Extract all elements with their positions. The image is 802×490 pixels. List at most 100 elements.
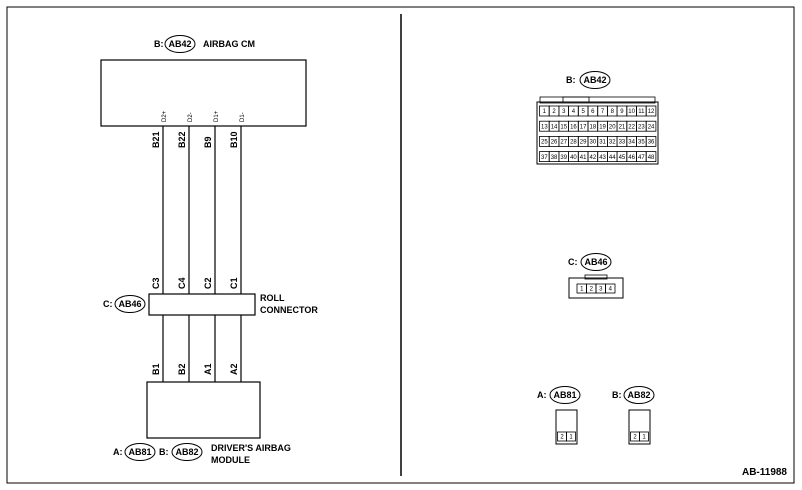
cm-terminal-d2-plus: D2+	[162, 110, 168, 122]
ab82-view-prefix: B:	[612, 390, 622, 400]
ab42-pin-46: 46	[628, 155, 635, 161]
ab42-pin-8: 8	[611, 109, 615, 115]
ab42-pin-27: 27	[560, 140, 567, 146]
ab42-pin-15: 15	[560, 124, 567, 130]
ab42-pin-26: 26	[551, 140, 558, 146]
ab46-pin-4: 4	[609, 287, 613, 293]
ab81-view-oval	[549, 386, 581, 404]
ab81-view-code: AB81	[553, 390, 576, 400]
ab42-pin-30: 30	[590, 140, 597, 146]
ab42-pin-43: 43	[599, 155, 606, 161]
ab42-pin-3: 3	[562, 109, 566, 115]
cm-pin-b9: B9	[203, 136, 213, 148]
ab42-pin-4: 4	[572, 109, 576, 115]
cm-pin-b10: B10	[229, 131, 239, 148]
module-connector-b-code: AB82	[175, 447, 198, 457]
ab42-view-code: AB42	[583, 75, 606, 85]
ab42-pin-47: 47	[638, 155, 645, 161]
roll-connector-name-1: ROLL	[260, 293, 285, 303]
ab42-pin-12-cell	[645, 105, 657, 117]
ab82-view-code: AB82	[627, 390, 650, 400]
module-prefix-a: A:	[113, 447, 123, 457]
ab46-pin-1: 1	[580, 287, 584, 293]
roll-connector-name-2: CONNECTOR	[260, 305, 318, 315]
ab42-housing	[536, 101, 659, 165]
roll-connector-prefix: C:	[103, 299, 113, 309]
ab42-pin-36: 36	[648, 140, 655, 146]
ab42-pin-45: 45	[619, 155, 626, 161]
module-name-1: DRIVER'S AIRBAG	[211, 443, 291, 453]
ab42-pin-10: 10	[628, 109, 635, 115]
ab42-pin-39: 39	[560, 155, 567, 161]
ab42-pin-48-cell	[645, 151, 657, 163]
module-prefix-b: B:	[159, 447, 169, 457]
ab42-pin-41: 41	[580, 155, 587, 161]
ab46-view-prefix: C:	[568, 257, 578, 267]
ab42-pin-38: 38	[551, 155, 558, 161]
ab42-pin-16: 16	[570, 124, 577, 130]
roll-connector-box	[148, 293, 256, 316]
module-connector-a-oval	[124, 443, 156, 461]
ab42-pin-24-cell	[645, 120, 657, 132]
ab42-pin-14: 14	[551, 124, 558, 130]
ab46-view-oval	[580, 253, 612, 271]
roll-pin-c4: C4	[177, 277, 187, 289]
ab42-pin-5: 5	[581, 109, 585, 115]
figure-id: AB-11988	[742, 467, 787, 478]
ab82-pin-2: 2	[633, 435, 637, 441]
ab82-pin-1: 1	[642, 435, 646, 441]
ab81-pin-1-cell	[566, 431, 576, 442]
ab42-pin-42: 42	[590, 155, 597, 161]
ab82-housing	[628, 409, 651, 445]
ab42-pin-40: 40	[570, 155, 577, 161]
airbag-cm-prefix: B:	[154, 39, 164, 49]
airbag-cm-box	[100, 59, 307, 127]
ab82-view-oval	[623, 386, 655, 404]
roll-connector-code: AB46	[118, 299, 141, 309]
ab81-pin-1: 1	[569, 435, 573, 441]
module-pin-a1: A1	[203, 363, 213, 375]
ab42-pin-32: 32	[609, 140, 616, 146]
module-connector-a-code: AB81	[128, 447, 151, 457]
airbag-cm-connector-oval	[164, 35, 196, 53]
ab46-pin-4-cell	[605, 283, 616, 294]
ab46-pin-3: 3	[599, 287, 603, 293]
ab42-pin-13: 13	[541, 124, 548, 130]
module-connector-b-oval	[171, 443, 203, 461]
cm-pin-b21: B21	[151, 131, 161, 148]
ab42-pin-18: 18	[590, 124, 597, 130]
ab42-pin-6: 6	[591, 109, 595, 115]
ab42-pin-25: 25	[541, 140, 548, 146]
cm-terminal-d1-plus: D1+	[214, 110, 220, 122]
roll-pin-c3: C3	[151, 277, 161, 289]
ab81-view-prefix: A:	[537, 390, 547, 400]
ab42-pin-36-cell	[645, 135, 657, 147]
ab81-housing	[555, 409, 578, 445]
ab42-pin-24: 24	[648, 124, 655, 130]
ab46-housing	[568, 277, 624, 299]
ab42-pin-17: 17	[580, 124, 587, 130]
roll-pin-c1: C1	[229, 277, 239, 289]
ab42-view-oval	[579, 71, 611, 89]
ab42-view-prefix: B:	[566, 75, 576, 85]
ab42-pin-2: 2	[552, 109, 556, 115]
ab42-pin-29: 29	[580, 140, 587, 146]
ab42-pin-31: 31	[599, 140, 606, 146]
ab42-pin-9: 9	[620, 109, 624, 115]
ab42-pin-21: 21	[619, 124, 626, 130]
ab42-pin-33: 33	[619, 140, 626, 146]
module-pin-b2: B2	[177, 363, 187, 375]
ab42-pin-37: 37	[541, 155, 548, 161]
ab42-pin-34: 34	[628, 140, 635, 146]
ab82-pin-1-cell	[639, 431, 649, 442]
module-name-2: MODULE	[211, 455, 250, 465]
ab42-pin-35: 35	[638, 140, 645, 146]
airbag-cm-name: AIRBAG CM	[203, 39, 255, 49]
ab42-housing-top	[539, 96, 656, 104]
ab46-pin-2: 2	[590, 287, 594, 293]
ab42-pin-12: 12	[648, 109, 655, 115]
